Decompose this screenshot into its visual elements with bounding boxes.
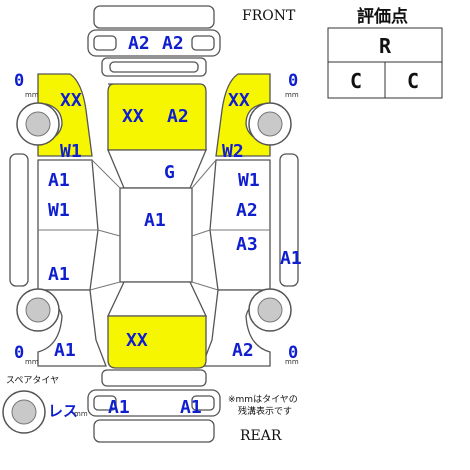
left-side-body (37, 159, 99, 291)
code-right-rocker: A1 (280, 248, 302, 269)
front-label: FRONT (242, 8, 296, 24)
rear-label: REAR (240, 428, 282, 444)
code-front-bumper-right: A2 (162, 33, 184, 54)
front-grille-inner (109, 61, 199, 73)
spare-tire-unit: mm (74, 410, 88, 418)
tread-rear-right: 0 (288, 343, 298, 363)
rear-bottom-plate (93, 419, 215, 443)
code-rear-bumper-right: A1 (180, 397, 202, 418)
tread-rear-left-unit: mm (25, 358, 39, 366)
wheel-rear-left (16, 288, 60, 332)
front-headlight-left (93, 35, 117, 51)
windshield (107, 149, 207, 189)
tread-note-line2: 残溝表示です (238, 405, 292, 417)
code-right-rear-quarter: A2 (232, 340, 254, 361)
code-right-front-door: A2 (236, 200, 258, 221)
right-rocker (279, 153, 299, 287)
code-left-pillar: W1 (60, 141, 82, 162)
grade-title: 評価点 (357, 6, 408, 27)
tread-rear-left: 0 (14, 343, 24, 363)
code-left-front-window: W1 (48, 200, 70, 221)
tread-note-line1: ※mmはタイヤの (228, 394, 298, 405)
code-hood-left: XX (122, 106, 144, 127)
grade-table (327, 27, 443, 99)
code-right-rear-door: A3 (236, 234, 258, 255)
code-trunk: XX (126, 330, 148, 351)
code-left-front-door: A1 (48, 170, 70, 191)
code-right-pillar: W2 (222, 141, 244, 162)
code-right-front-window: W1 (238, 170, 260, 191)
code-front-bumper-left: A2 (128, 33, 150, 54)
roof-panel (119, 187, 193, 283)
tread-front-left: 0 (14, 71, 24, 91)
code-right-fender: XX (228, 90, 250, 111)
left-rocker (9, 153, 29, 287)
tread-front-right-unit: mm (285, 91, 299, 99)
front-bumper (87, 29, 221, 57)
code-roof: A1 (144, 210, 166, 231)
tread-front-right: 0 (288, 71, 298, 91)
grade-exterior: C (407, 69, 419, 93)
code-hood-right: A2 (167, 106, 189, 127)
spare-tire-label: スペアタイヤ (6, 375, 59, 386)
code-left-rear-quarter: A1 (54, 340, 76, 361)
wheel-rear-right (248, 288, 292, 332)
grade-overall: R (379, 34, 392, 58)
front-headlight-right (191, 35, 215, 51)
code-rear-bumper-left: A1 (108, 397, 130, 418)
right-side-body (209, 159, 271, 291)
rear-bumper (87, 389, 221, 417)
wheel-spare (2, 390, 46, 434)
tread-front-left-unit: mm (25, 91, 39, 99)
rear-lamp-left (93, 395, 117, 411)
wheel-front-right (248, 102, 292, 146)
tread-rear-right-unit: mm (285, 358, 299, 366)
rear-window (106, 281, 208, 317)
wheel-front-left (16, 102, 60, 146)
rear-panel (101, 369, 207, 387)
spare-tire-status: レス (48, 402, 78, 420)
code-left-rear-door: A1 (48, 264, 70, 285)
code-left-fender: XX (60, 90, 82, 111)
rear-lamp-right (191, 395, 215, 411)
code-roof-front: G (164, 162, 175, 183)
grade-interior: C (350, 69, 362, 93)
front-top-plate (93, 5, 215, 29)
trunk-lid (107, 315, 207, 369)
